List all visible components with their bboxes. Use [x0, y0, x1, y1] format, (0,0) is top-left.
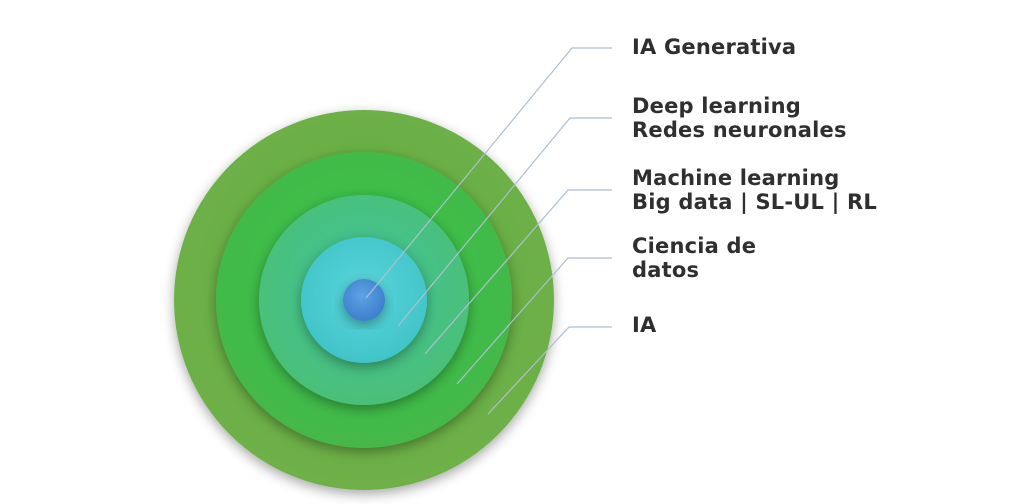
label-ciencia-de-datos: Ciencia de datos [632, 234, 756, 282]
leader-line-ciencia-de-datos [456, 257, 612, 385]
label-ia-line-1: IA [632, 313, 657, 337]
leader-line-deep-learning [397, 117, 612, 327]
label-ciencia-de-datos-line-2: datos [632, 258, 700, 282]
label-ia: IA [632, 313, 656, 337]
label-machine-learning-line-2: Big data | SL-UL | RL [632, 190, 877, 214]
label-deep-learning-line-1: Deep learning [632, 94, 801, 118]
label-ia-generativa-line-1: IA Generativa [632, 35, 797, 59]
leader-line-ia [487, 326, 612, 415]
label-ciencia-de-datos-line-1: Ciencia de [632, 234, 757, 258]
label-deep-learning-line-2: Redes neuronales [632, 118, 847, 142]
label-machine-learning: Machine learning Big data | SL-UL | RL [632, 166, 877, 214]
label-machine-learning-line-1: Machine learning [632, 166, 840, 190]
core-ia-generativa [343, 279, 385, 321]
leader-line-ia-generativa [365, 47, 612, 299]
label-deep-learning: Deep learning Redes neuronales [632, 94, 847, 142]
leader-line-machine-learning [424, 189, 612, 355]
label-ia-generativa: IA Generativa [632, 35, 796, 59]
